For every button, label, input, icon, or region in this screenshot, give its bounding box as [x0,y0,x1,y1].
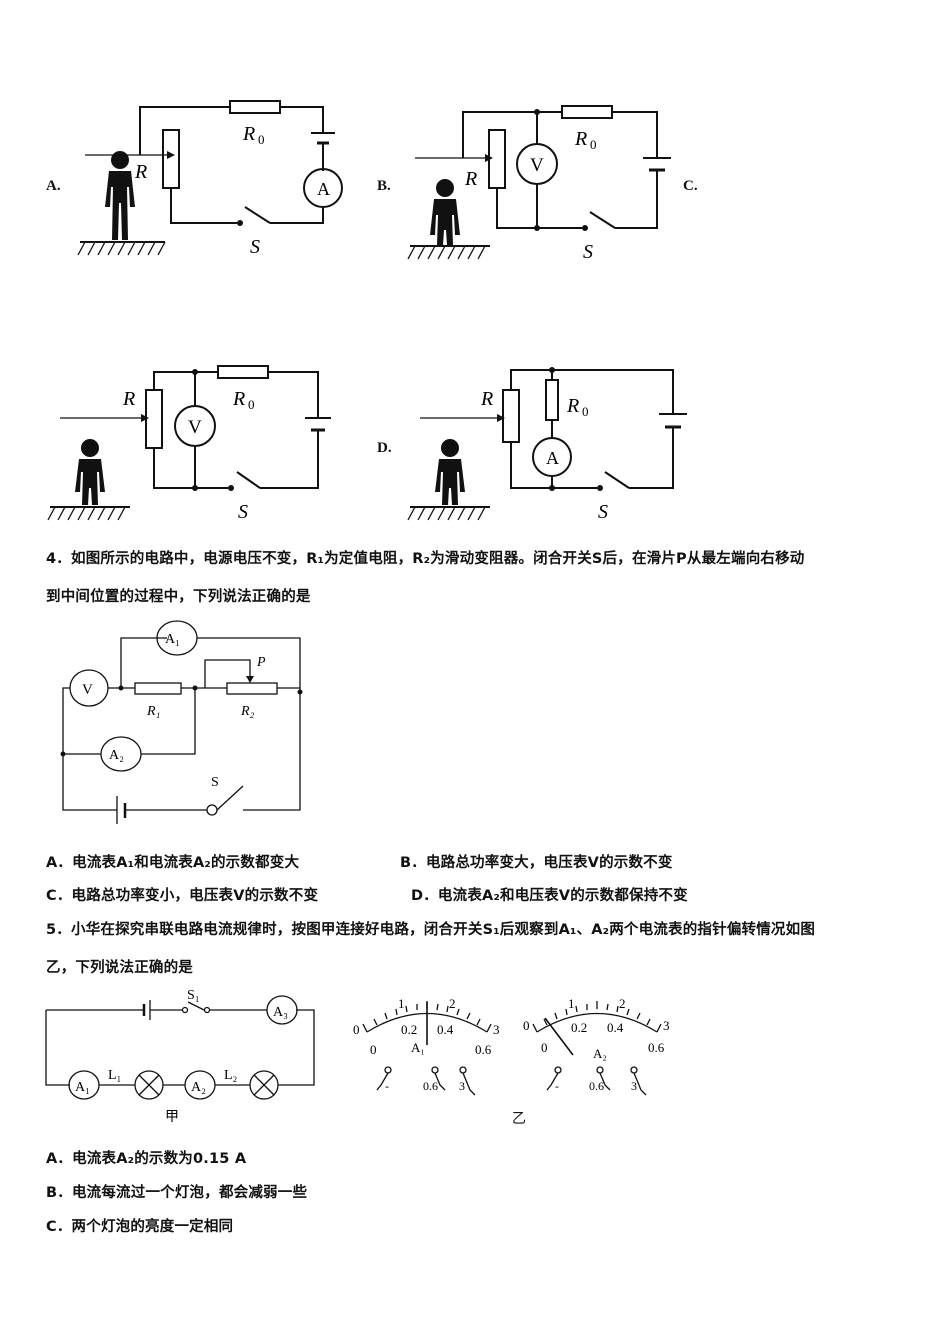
question-5-option-b[interactable]: B．电流每流过一个灯泡，都会减弱一些 [46,1185,308,1201]
svg-text:0: 0 [353,1022,360,1037]
svg-text:0.6: 0.6 [589,1079,604,1093]
meter-a2-dial: 0 1 2 3 0 0.2 0.4 0.6 A₂ - 0.6 3 [523,996,670,1096]
ammeter-label: A [317,179,330,199]
svg-text:S: S [238,501,248,523]
svg-text:S: S [598,501,608,523]
svg-text:R: R [574,128,587,150]
svg-text:A₂: A₂ [191,1080,206,1095]
svg-text:1: 1 [568,996,575,1011]
svg-text:3: 3 [459,1079,465,1093]
svg-text:S: S [583,241,593,263]
option-a-label: A. [46,178,61,194]
figure-d-circuit: A R R 0 S [407,367,687,523]
figure-b-circuit: V R R 0 S [407,105,671,263]
svg-text:A₂: A₂ [109,748,124,763]
svg-text:R₂: R₂ [240,704,255,719]
question-4-circuit: A₁ V R₁ R₂ P A₂ S [60,620,303,824]
svg-text:2: 2 [449,996,456,1011]
svg-text:S: S [211,775,219,790]
svg-text:3: 3 [663,1018,670,1033]
option-c-label: C. [683,178,698,194]
figure-a-circuit: A R R 0 S [77,100,343,258]
svg-text:0.2: 0.2 [401,1022,417,1037]
svg-text:A: A [546,448,559,468]
question-4-option-a[interactable]: A．电流表A₁和电流表A₂的示数都变大 [46,855,300,871]
svg-text:R: R [566,395,579,417]
question-4-option-d[interactable]: D．电流表A₂和电压表V的示数都保持不变 [411,888,688,904]
svg-text:1: 1 [398,996,405,1011]
svg-text:0.6: 0.6 [475,1042,492,1057]
voltmeter-label: V [530,155,544,176]
svg-text:A₂: A₂ [593,1046,607,1061]
resistor-r-label: R [134,161,147,183]
option-d-label: D. [377,440,392,456]
svg-text:0.4: 0.4 [437,1022,454,1037]
switch-s-label: S [250,236,260,258]
question-5-line2: 乙，下列说法正确的是 [46,960,193,976]
svg-text:0: 0 [590,137,597,152]
svg-text:A₁: A₁ [411,1040,425,1055]
svg-text:R: R [232,388,245,410]
figure-c-circuit: V R R 0 S [47,365,331,523]
svg-text:R: R [464,168,477,190]
question-5-circuit-jia: A₁ L₁ A₂ L₂ A₃ S₁ 甲 [45,988,315,1125]
svg-text:L₂: L₂ [224,1068,238,1083]
svg-text:L₁: L₁ [108,1068,121,1083]
meter-a1-dial: 0 1 2 3 0 0.2 0.4 0.6 A₁ - 0.6 3 [353,996,500,1096]
svg-text:0.6: 0.6 [648,1040,665,1055]
svg-text:-: - [385,1079,389,1093]
svg-text:-: - [555,1079,559,1093]
svg-text:A₃: A₃ [273,1005,288,1020]
resistor-r0-label: R [242,123,255,145]
question-4-option-b[interactable]: B．电路总功率变大，电压表V的示数不变 [400,855,673,871]
person-icon [407,179,490,260]
question-4-option-c[interactable]: C．电路总功率变小，电压表V的示数不变 [46,888,319,904]
svg-text:V: V [188,417,202,438]
svg-text:0: 0 [523,1018,530,1033]
svg-text:0: 0 [248,397,255,412]
svg-text:R₁: R₁ [146,704,160,719]
svg-text:0: 0 [370,1042,377,1057]
svg-text:A₁: A₁ [75,1080,90,1095]
svg-text:3: 3 [493,1022,500,1037]
svg-text:P: P [256,655,266,670]
svg-text:V: V [82,682,93,698]
person-icon [47,439,130,521]
svg-text:2: 2 [619,996,626,1011]
svg-text:S₁: S₁ [187,988,200,1003]
svg-text:0: 0 [541,1040,548,1055]
svg-text:0: 0 [582,404,589,419]
person-icon [77,151,166,256]
svg-text:0.6: 0.6 [423,1079,438,1093]
svg-text:3: 3 [631,1079,637,1093]
svg-text:0: 0 [258,132,265,147]
question-4-line2: 到中间位置的过程中，下列说法正确的是 [46,589,311,605]
question-5-option-c[interactable]: C．两个灯泡的亮度一定相同 [46,1219,234,1235]
question-5-option-a[interactable]: A．电流表A₂的示数为0.15 A [46,1151,247,1167]
svg-text:0.4: 0.4 [607,1020,624,1035]
svg-text:A₁: A₁ [165,632,180,647]
question-4-line1: 4．如图所示的电路中，电源电压不变，R₁为定值电阻，R₂为滑动变阻器。闭合开关S… [46,551,805,567]
figure-jia-caption: 甲 [165,1110,179,1125]
person-icon [407,439,490,521]
question-5-line1: 5．小华在探究串联电路电流规律时，按图甲连接好电路，闭合开关S₁后观察到A₁、A… [46,922,816,938]
figure-yi-caption: 乙 [512,1111,526,1127]
option-b-label: B. [377,178,391,194]
svg-text:R: R [122,388,135,410]
svg-text:R: R [480,388,493,410]
svg-text:0.2: 0.2 [571,1020,587,1035]
